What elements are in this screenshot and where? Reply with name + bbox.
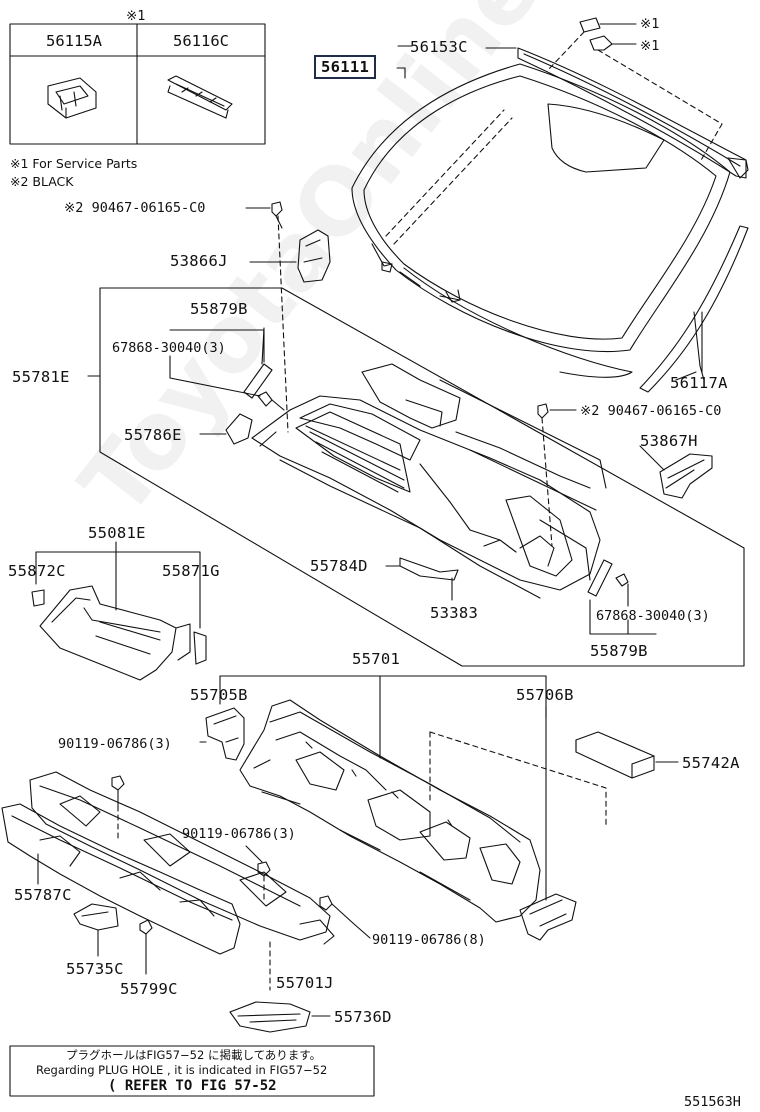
callout-55701j: 55701J xyxy=(276,974,334,992)
callout-56117a: 56117A xyxy=(670,374,728,392)
callout-53867h: 53867H xyxy=(640,432,698,450)
callout-mark-1a: ※1 xyxy=(640,16,660,32)
reference-line-en: Regarding PLUG HOLE , it is indicated in… xyxy=(36,1063,328,1077)
dashed-guide-pad xyxy=(429,731,607,827)
service-parts-box xyxy=(9,23,266,145)
part-55786e xyxy=(199,413,253,445)
reference-link[interactable]: ( REFER TO FIG 57-52 xyxy=(108,1078,277,1094)
leader-55701 xyxy=(219,675,547,901)
seal-55879b-bottom xyxy=(587,559,613,635)
callout-mark-1b: ※1 xyxy=(640,38,660,54)
dashed-guides-clips xyxy=(547,31,723,163)
part-number-56116c: 56116C xyxy=(173,32,229,50)
callout-55705b: 55705B xyxy=(190,686,248,704)
legend-note-2: ※2 BLACK xyxy=(10,174,74,189)
callout-55701: 55701 xyxy=(352,650,401,668)
part-55705b xyxy=(205,707,245,761)
part-55735c xyxy=(73,903,119,957)
callout-67868-top: 67868-30040(3) xyxy=(112,340,226,356)
windshield-lower-edge xyxy=(403,267,633,378)
callout-55736d: 55736D xyxy=(334,1008,392,1026)
dashed-guide-left-clip xyxy=(277,215,289,433)
callout-55799c: 55799C xyxy=(120,980,178,998)
cowl-louver-55781e xyxy=(251,363,607,599)
callout-55879b-top: 55879B xyxy=(190,300,248,318)
callout-90119-c: 90119-06786(8) xyxy=(372,932,486,948)
callout-90467-right: ※2 90467-06165-C0 xyxy=(580,403,722,419)
side-moulding-56117a xyxy=(639,225,749,393)
diagram-code: 551563H xyxy=(684,1094,741,1110)
part-55701j xyxy=(29,771,335,991)
callout-90119-b: 90119-06786(3) xyxy=(182,826,296,842)
part-55736d xyxy=(229,1001,331,1033)
callout-55786e: 55786E xyxy=(124,426,182,444)
reference-box xyxy=(9,1045,375,1097)
callout-56111: 56111 xyxy=(314,55,377,79)
seal-55879b-top xyxy=(243,327,273,399)
part-56115a-drawing xyxy=(47,77,97,119)
bolt-67868-bottom xyxy=(589,573,657,635)
callout-53383: 53383 xyxy=(430,604,479,622)
part-55784d xyxy=(385,557,459,601)
callout-90119-a: 90119-06786(3) xyxy=(58,736,172,752)
callout-56153c: 56153C xyxy=(410,38,468,56)
bolt-90119-c xyxy=(319,895,371,939)
callout-55784d: 55784D xyxy=(310,557,368,575)
callout-55735c: 55735C xyxy=(66,960,124,978)
leaders-misc xyxy=(99,45,697,763)
clip-service-1 xyxy=(579,17,637,33)
callout-55081e: 55081E xyxy=(88,524,146,542)
bolt-90119-b xyxy=(245,845,271,903)
leader-56111 xyxy=(396,67,406,79)
bolt-67868-top xyxy=(257,391,285,411)
callout-55871g: 55871G xyxy=(162,562,220,580)
callout-55787c: 55787C xyxy=(14,886,72,904)
leader-67868-top xyxy=(169,329,265,397)
clip-service-2 xyxy=(589,35,637,51)
part-55742a xyxy=(575,731,679,779)
service-box-mark: ※1 xyxy=(126,8,146,24)
callout-55879b-bottom: 55879B xyxy=(590,642,648,660)
reference-line-jp: プラグホールはFIG57−52 に掲載してあります。 xyxy=(66,1048,322,1062)
callout-90467-left: ※2 90467-06165-C0 xyxy=(64,200,206,216)
moulding-56153c xyxy=(485,47,749,179)
clip-90467-left xyxy=(245,201,283,229)
callout-55872c: 55872C xyxy=(8,562,66,580)
legend-note-1: ※1 For Service Parts xyxy=(10,156,138,171)
bolt-90119-a xyxy=(111,775,125,841)
windshield-glass-56111 xyxy=(351,63,731,353)
part-53867h xyxy=(659,453,713,499)
part-55799c xyxy=(139,919,153,975)
part-53866j xyxy=(249,229,331,283)
callout-55742a: 55742A xyxy=(682,754,740,772)
part-55081e-tray xyxy=(31,541,207,681)
part-56116c-drawing xyxy=(167,75,233,119)
callout-55706b: 55706B xyxy=(516,686,574,704)
callout-55781e: 55781E xyxy=(12,368,70,386)
clip-90467-right xyxy=(537,403,577,547)
callout-67868-bottom: 67868-30040(3) xyxy=(596,608,710,624)
part-number-56115a: 56115A xyxy=(46,32,102,50)
cowl-assembly-bracket xyxy=(87,287,745,667)
part-55706b xyxy=(519,893,577,941)
callout-53866j: 53866J xyxy=(170,252,228,270)
cowl-panel-55701 xyxy=(239,699,541,923)
